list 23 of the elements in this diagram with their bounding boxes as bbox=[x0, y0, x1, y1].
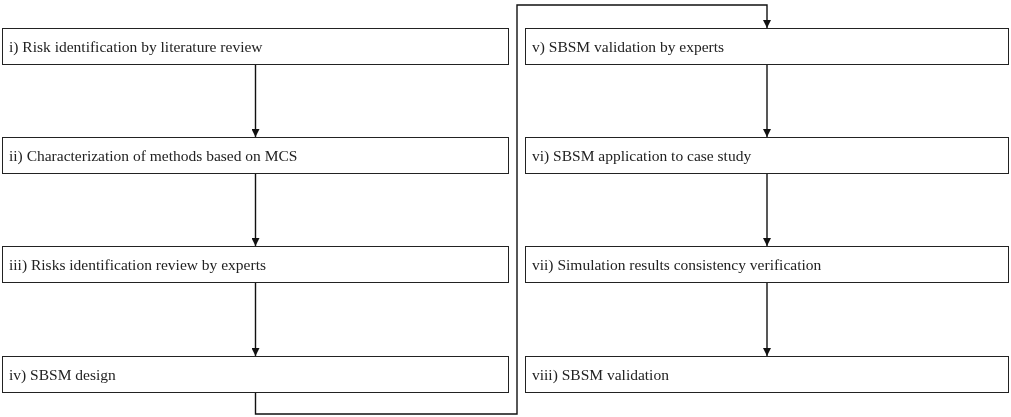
arrow bbox=[251, 173, 260, 247]
process-box bbox=[525, 356, 1009, 393]
step-label: i) Risk identification by literature review bbox=[9, 37, 263, 56]
arrow bbox=[763, 173, 771, 247]
process-box bbox=[2, 28, 509, 65]
arrow bbox=[251, 282, 260, 357]
process-box bbox=[525, 246, 1009, 283]
process-box bbox=[2, 246, 509, 283]
step-label: vi) SBSM application to case study bbox=[532, 146, 752, 165]
arrow bbox=[251, 64, 260, 138]
step-label: iii) Risks identification review by experts bbox=[9, 255, 266, 274]
step-label: iv) SBSM design bbox=[9, 365, 116, 384]
arrow bbox=[254, 4, 771, 415]
step-label: v) SBSM validation by experts bbox=[532, 37, 725, 56]
process-box bbox=[525, 137, 1009, 174]
arrow bbox=[763, 282, 771, 357]
process-box bbox=[2, 356, 509, 393]
process-box bbox=[2, 137, 509, 174]
process-box bbox=[525, 28, 1009, 65]
step-label: ii) Characterization of methods based on MCS bbox=[9, 146, 298, 165]
arrow bbox=[763, 64, 771, 138]
step-label: viii) SBSM validation bbox=[532, 365, 669, 384]
step-label: vii) Simulation results consistency verification bbox=[532, 255, 822, 274]
